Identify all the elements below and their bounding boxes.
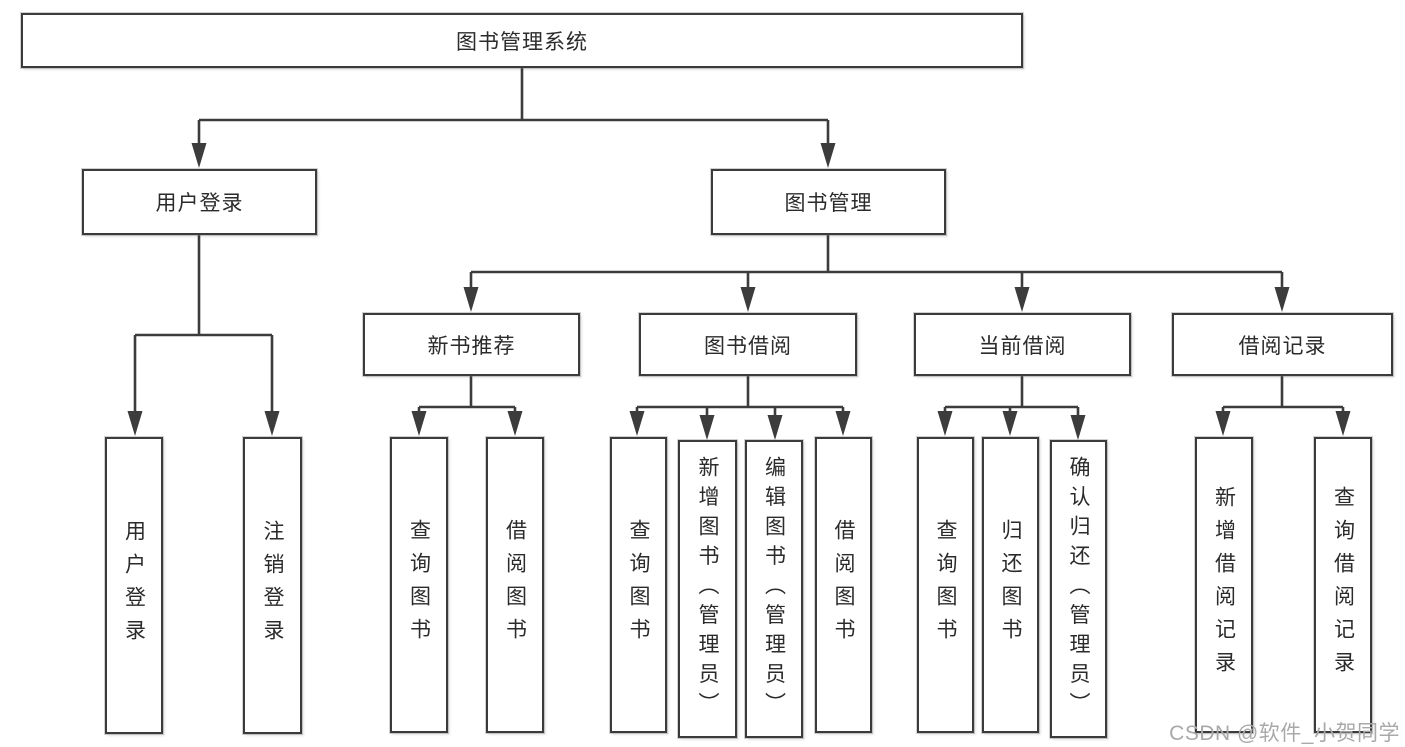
leaf-edit-book-admin: 编辑图书（管理员） <box>745 440 803 738</box>
leaf-logout-label: 注销登录 <box>261 519 284 652</box>
leaf-query-books-1-label: 查询图书 <box>407 519 431 651</box>
leaf-borrow-books-1-label: 借阅图书 <box>503 519 527 651</box>
node-borrow-records: 借阅记录 <box>1172 313 1393 376</box>
leaf-query-books-2-label: 查询图书 <box>627 519 650 651</box>
leaf-query-books-3-label: 查询图书 <box>934 519 957 651</box>
leaf-user-login-label: 用户登录 <box>122 519 146 652</box>
leaf-user-login: 用户登录 <box>105 437 163 734</box>
node-book-management: 图书管理 <box>711 169 946 235</box>
watermark: CSDN @软件_小贺同学 <box>1169 722 1400 745</box>
node-current-borrowing: 当前借阅 <box>914 313 1131 376</box>
leaf-borrow-books-1: 借阅图书 <box>486 437 544 733</box>
node-new-book-recommend: 新书推荐 <box>363 313 580 376</box>
leaf-query-borrow-record: 查询借阅记录 <box>1314 437 1372 733</box>
leaf-add-borrow-record: 新增借阅记录 <box>1195 437 1253 733</box>
node-book-borrowing: 图书借阅 <box>639 313 857 376</box>
leaf-query-books-1: 查询图书 <box>390 437 448 733</box>
node-root: 图书管理系统 <box>21 13 1023 68</box>
leaf-query-books-3: 查询图书 <box>917 437 974 733</box>
leaf-add-borrow-record-label: 新增借阅记录 <box>1212 486 1236 684</box>
leaf-borrow-books-2: 借阅图书 <box>815 437 872 733</box>
leaf-add-book-admin-label: 新增图书（管理员） <box>696 456 719 722</box>
leaf-confirm-return-admin-label: 确认归还（管理员） <box>1067 456 1090 722</box>
node-user-login: 用户登录 <box>82 169 317 235</box>
leaf-confirm-return-admin: 确认归还（管理员） <box>1050 440 1107 738</box>
leaf-query-books-2: 查询图书 <box>610 437 667 733</box>
leaf-borrow-books-2-label: 借阅图书 <box>832 519 855 651</box>
leaf-add-book-admin: 新增图书（管理员） <box>678 440 737 738</box>
leaf-return-book-label: 归还图书 <box>999 519 1022 651</box>
leaf-return-book: 归还图书 <box>982 437 1039 733</box>
leaf-logout: 注销登录 <box>243 437 302 734</box>
leaf-edit-book-admin-label: 编辑图书（管理员） <box>762 456 786 722</box>
leaf-query-borrow-record-label: 查询借阅记录 <box>1331 486 1355 684</box>
